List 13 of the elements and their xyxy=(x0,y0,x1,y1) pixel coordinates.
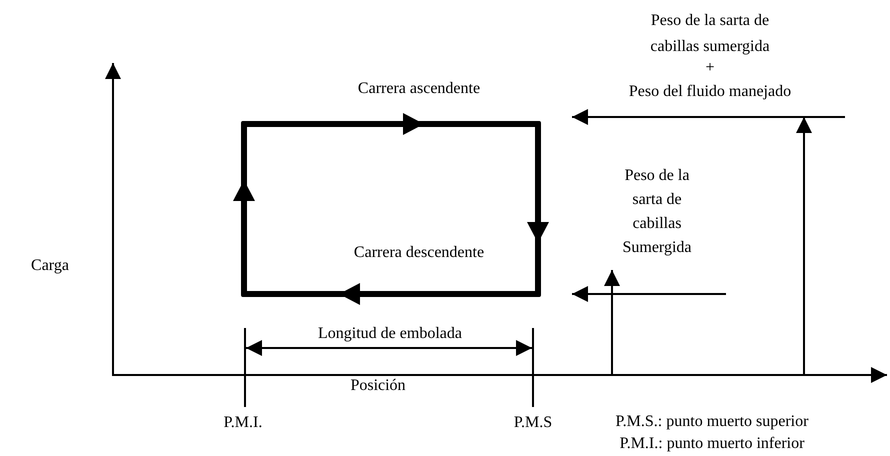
load-label: Peso de la sarta de cabillas Sumergida xyxy=(621,166,693,258)
load-label: + xyxy=(704,58,716,78)
axis-label: Posición xyxy=(349,376,407,396)
note: P.M.I.: punto muerto inferior xyxy=(618,434,806,454)
position-label: P.M.I. xyxy=(222,413,264,433)
load-label: Peso de la sarta de cabillas sumergida xyxy=(649,11,771,57)
position-label: P.M.S xyxy=(512,413,554,433)
load-label: Peso del fluido manejado xyxy=(628,82,792,102)
stroke-label: Carrera ascendente xyxy=(356,80,482,98)
note: P.M.S.: punto muerto superior xyxy=(614,412,810,432)
dimension-label: Longitud de embolada xyxy=(317,324,463,344)
axis-label: Carga xyxy=(30,256,70,276)
stroke-label: Carrera descendente xyxy=(352,244,486,262)
